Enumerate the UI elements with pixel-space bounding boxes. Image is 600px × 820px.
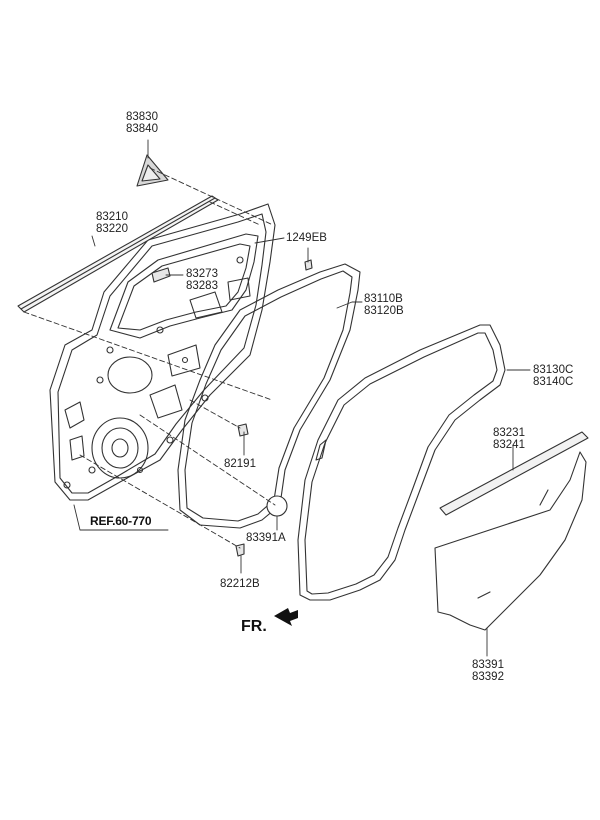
label-83283: 83283 [186,280,218,292]
label-83392: 83392 [472,671,504,683]
glass-run-channel [439,431,589,516]
label-83130C: 83130C [533,364,574,376]
label-1249EB: 1249EB [286,232,327,244]
label-83840: 83840 [126,123,158,135]
label-83210: 83210 [96,211,128,223]
delta-cover [136,154,169,187]
label-82191: 82191 [224,458,256,470]
label-83110B: 83110B [364,293,403,305]
door-frame-panel [49,203,276,501]
label-83391: 83391 [472,659,504,671]
label-83140C: 83140C [533,376,574,388]
small-parts [151,259,313,557]
label-83391A: 83391A [246,532,286,544]
front-direction-arrow [274,608,298,626]
label-83220: 83220 [96,223,128,235]
body-weatherstrip [297,324,506,601]
door-glass-film [434,451,587,631]
door-seal [177,263,361,529]
leader-lines [73,139,531,657]
reference-label: REF.60-770 [90,514,152,528]
dashed-leaders [23,167,276,549]
label-83273: 83273 [186,268,218,280]
label-83241: 83241 [493,439,525,451]
front-direction-label: FR. [241,618,267,635]
label-82212B: 82212B [220,578,260,590]
label-83830: 83830 [126,111,158,123]
label-83120B: 83120B [364,305,404,317]
label-83231: 83231 [493,427,525,439]
